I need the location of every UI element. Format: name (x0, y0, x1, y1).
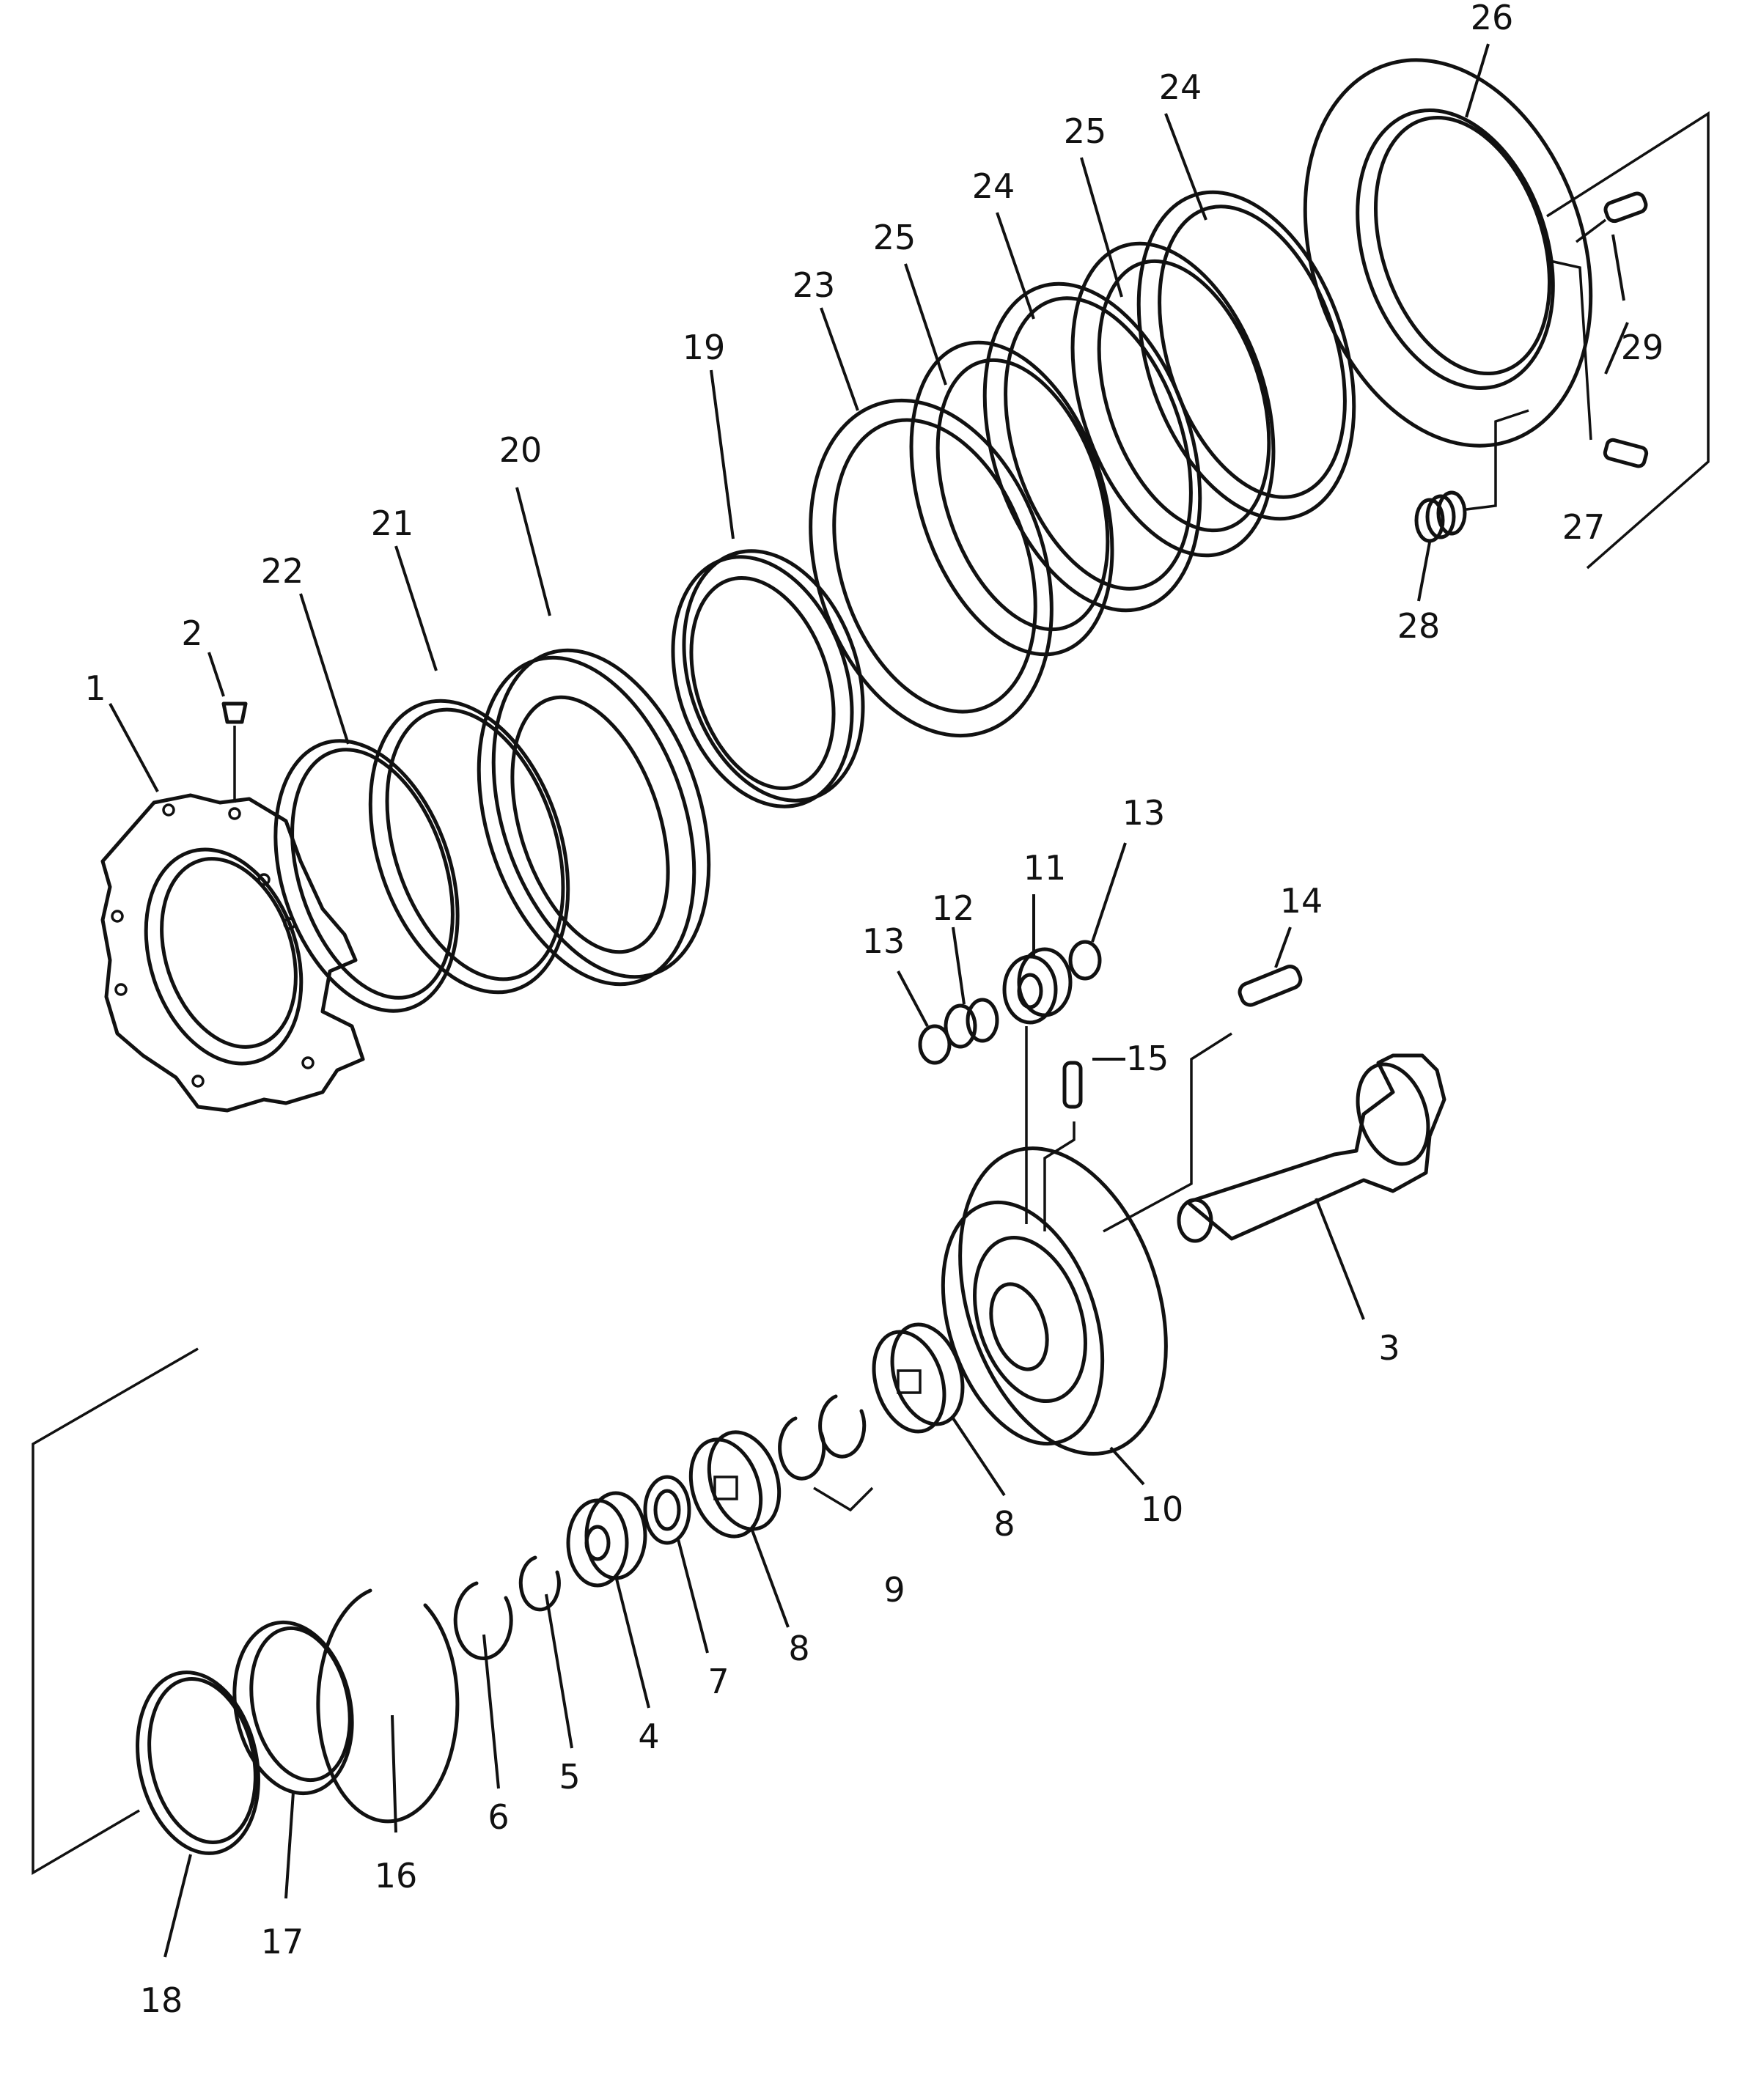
callout-9: 9 (883, 1570, 905, 1610)
part-8-gear-a (872, 1322, 965, 1434)
callout-26: 26 (1471, 0, 1514, 37)
part-18-ring (136, 1670, 260, 1855)
part-9-snap-rings (778, 1394, 874, 1512)
callout-14: 14 (1280, 881, 1323, 921)
callout-19: 19 (683, 328, 726, 367)
callout-25b: 25 (1064, 111, 1107, 151)
callout-3: 3 (1378, 1328, 1400, 1368)
callout-24a: 24 (972, 166, 1015, 206)
part-22-ring (273, 739, 460, 1013)
callout-6: 6 (488, 1797, 509, 1837)
part-8-gear-b (688, 1430, 782, 1539)
callout-4: 4 (638, 1717, 659, 1756)
callout-labels: 1 2 3 4 5 6 7 8 8 9 10 11 12 13 13 14 15… (84, 0, 1663, 2020)
callout-11: 11 (1023, 848, 1067, 888)
callout-5: 5 (559, 1757, 580, 1797)
part-12-bearing (944, 998, 999, 1049)
part-5-snap-ring (518, 1555, 561, 1612)
part-16-ring (316, 1588, 460, 1824)
part-21-ring (368, 699, 570, 995)
callout-23: 23 (793, 265, 836, 305)
callout-18: 18 (140, 1981, 183, 2020)
part-11-gear (1002, 947, 1073, 1224)
part-17-ring (232, 1620, 354, 1796)
part-3-shaft (1177, 1053, 1446, 1243)
part-25-disc-a (909, 340, 1114, 657)
frame-upper-right (1546, 111, 1710, 570)
part-6-snap-ring (453, 1581, 513, 1660)
callout-27: 27 (1562, 507, 1606, 547)
callout-2: 2 (181, 614, 202, 653)
callout-29: 29 (1621, 328, 1664, 367)
part-13-washer-a (918, 1024, 952, 1065)
callout-12: 12 (932, 888, 975, 928)
callout-24b: 24 (1159, 67, 1202, 107)
callout-25a: 25 (873, 218, 916, 257)
part-20-piston (477, 648, 711, 987)
part-28-spring (1414, 409, 1529, 543)
part-1-housing (100, 793, 365, 1113)
part-13-washer-b (1068, 940, 1102, 981)
callout-1: 1 (84, 668, 106, 708)
callout-8a: 8 (993, 1504, 1015, 1544)
callout-17: 17 (261, 1922, 304, 1961)
callout-16: 16 (375, 1856, 418, 1895)
leader-lines (109, 43, 1629, 1958)
frame-lower-left (32, 1347, 199, 1876)
callout-20: 20 (499, 430, 543, 470)
part-29-pin (1575, 191, 1648, 243)
part-25-disc-b (1070, 241, 1276, 558)
callout-13a: 13 (862, 921, 905, 961)
callout-22: 22 (261, 551, 304, 591)
part-14-pin (1103, 965, 1303, 1233)
callout-7: 7 (707, 1662, 729, 1701)
callout-15: 15 (1126, 1039, 1169, 1078)
callout-10: 10 (1141, 1489, 1184, 1529)
part-2-plug (221, 701, 248, 803)
callout-21: 21 (371, 504, 414, 543)
part-23-plate (809, 398, 1054, 738)
callout-28: 28 (1397, 606, 1441, 646)
part-27-spring (1546, 259, 1649, 468)
callout-8b: 8 (788, 1629, 809, 1668)
part-26-flange (1303, 58, 1593, 448)
callout-13b: 13 (1122, 793, 1166, 833)
part-7-bearing (643, 1475, 691, 1545)
part-19-ring-gear (671, 549, 865, 808)
part-15-pin (1043, 1061, 1083, 1231)
part-4-ball-bearing (566, 1491, 647, 1588)
